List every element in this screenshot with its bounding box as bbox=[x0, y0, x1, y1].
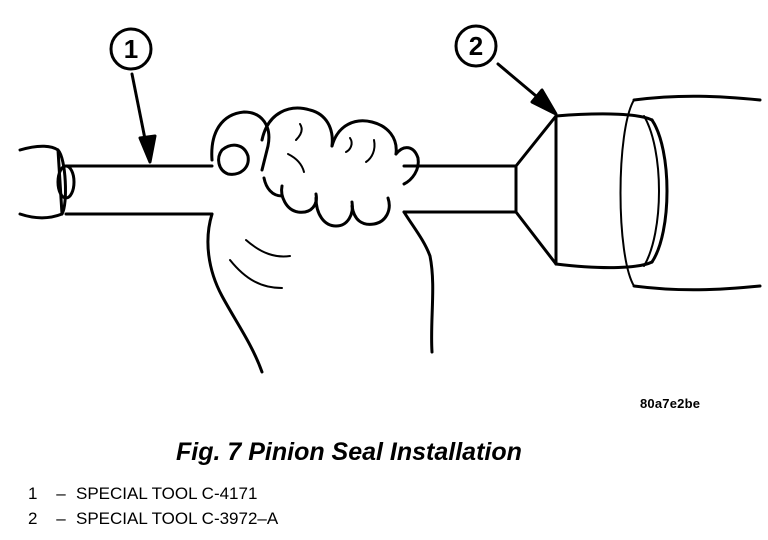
callout-2-number: 2 bbox=[469, 31, 483, 61]
legend: 1–SPECIAL TOOL C-4171 2–SPECIAL TOOL C-3… bbox=[28, 481, 278, 531]
installer-cone bbox=[514, 112, 669, 270]
pinion-seal-installation-illustration: 1 2 bbox=[18, 24, 762, 374]
handle-shaft bbox=[64, 164, 518, 216]
legend-item-1: 1–SPECIAL TOOL C-4171 bbox=[28, 481, 278, 506]
pinion-housing bbox=[619, 94, 762, 292]
legend-item-2: 2–SPECIAL TOOL C-3972–A bbox=[28, 506, 278, 531]
callout-1 bbox=[109, 27, 157, 164]
figure-id: 80a7e2be bbox=[640, 396, 701, 411]
hand-gripping-tool bbox=[206, 106, 435, 374]
callout-1-arrowhead bbox=[138, 134, 157, 164]
callout-1-circle bbox=[109, 27, 153, 71]
callout-1-number: 1 bbox=[124, 34, 138, 64]
legend-item-separator: – bbox=[56, 484, 66, 503]
callout-2-circle bbox=[454, 24, 498, 68]
legend-item-number: 2 bbox=[28, 509, 38, 528]
legend-item-separator: – bbox=[56, 509, 66, 528]
legend-item-text: SPECIAL TOOL C-4171 bbox=[76, 484, 258, 503]
callout-2-arrowhead bbox=[530, 88, 558, 116]
handle-left-end bbox=[18, 144, 76, 220]
legend-item-text: SPECIAL TOOL C-3972–A bbox=[76, 509, 279, 528]
figure-caption: Fig. 7 Pinion Seal Installation bbox=[176, 438, 522, 466]
legend-item-number: 1 bbox=[28, 484, 38, 503]
callout-2 bbox=[454, 24, 558, 116]
